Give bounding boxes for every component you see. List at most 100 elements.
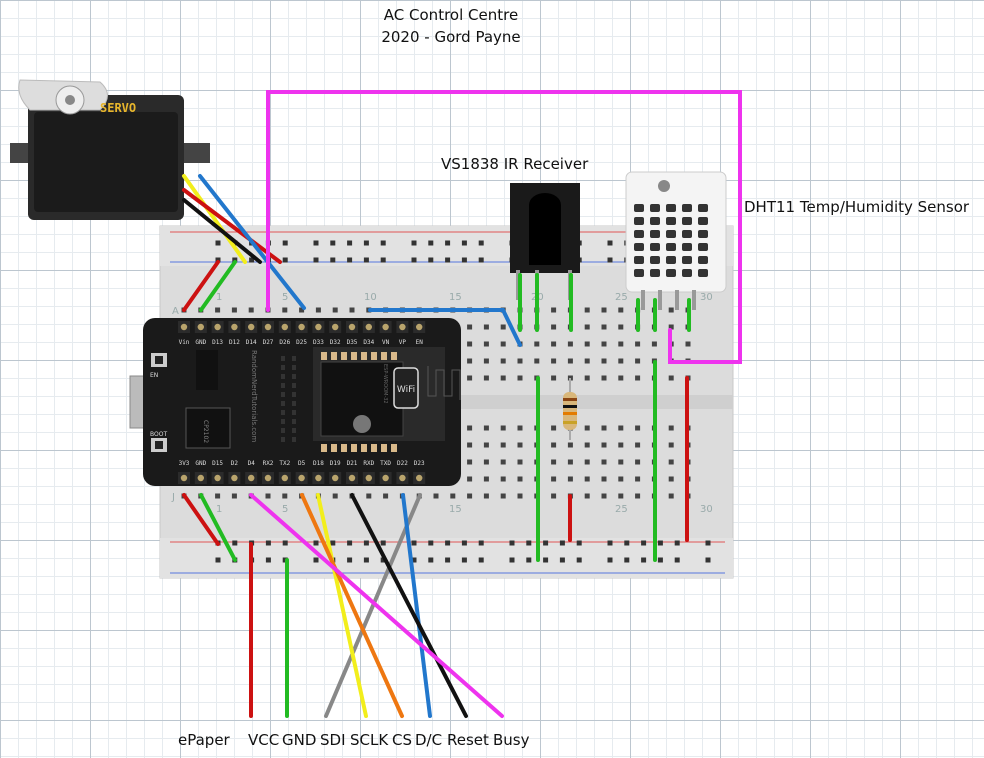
- rail-hole: [265, 540, 271, 546]
- rail-hole: [607, 557, 613, 563]
- dht-grille-slot: [682, 217, 692, 225]
- rail-hole: [445, 240, 451, 246]
- esp-pin: [214, 474, 221, 482]
- terminal-hole: [584, 459, 590, 465]
- rail-hole: [641, 540, 647, 546]
- terminal-hole: [651, 341, 657, 347]
- wire-servo-ground: [182, 198, 262, 264]
- terminal-hole: [517, 358, 523, 364]
- terminal-hole: [635, 476, 641, 482]
- rail-hole: [411, 557, 417, 563]
- terminal-hole: [584, 324, 590, 330]
- board-via: [281, 374, 285, 379]
- rail-hole: [624, 557, 630, 563]
- rail-hole: [380, 557, 386, 563]
- rail-hole: [347, 540, 353, 546]
- terminal-hole: [231, 493, 237, 499]
- rail-hole: [411, 257, 417, 263]
- terminal-hole: [668, 425, 674, 431]
- title-line-1: AC Control Centre: [384, 6, 518, 24]
- terminal-hole: [551, 425, 557, 431]
- dht-grille-slot: [698, 243, 708, 251]
- board-via: [281, 392, 285, 397]
- dht-grille-slot: [666, 269, 676, 277]
- rail-hole: [428, 257, 434, 263]
- terminal-hole: [668, 375, 674, 381]
- terminal-hole: [635, 425, 641, 431]
- terminal-hole: [500, 442, 506, 448]
- terminal-hole: [483, 358, 489, 364]
- rail-hole: [347, 240, 353, 246]
- wire-servo-signal: [182, 174, 247, 264]
- wifi-badge: WiFi: [397, 385, 415, 395]
- esp-pin: [348, 474, 356, 482]
- wires: [182, 90, 742, 718]
- terminal-hole: [584, 358, 590, 364]
- rail-hole: [526, 540, 532, 546]
- rail-hole: [543, 557, 549, 563]
- terminal-hole: [551, 358, 557, 364]
- terminal-hole: [551, 341, 557, 347]
- dht-grille-slot: [682, 204, 692, 212]
- rail-hole: [461, 257, 467, 263]
- terminal-hole: [315, 307, 321, 313]
- rail-hole: [313, 240, 319, 246]
- title-line-2: 2020 - Gord Payne: [381, 28, 520, 46]
- esp-pin: [298, 323, 305, 331]
- dht-grille-slot: [666, 204, 676, 212]
- epaper-pin-gnd: GND: [282, 731, 316, 749]
- dht-grille-slot: [634, 230, 644, 238]
- rail-hole: [347, 557, 353, 563]
- board-via: [281, 428, 285, 433]
- terminal-hole: [668, 459, 674, 465]
- rail-hole: [282, 540, 288, 546]
- module-pad: [381, 444, 387, 452]
- module-pad: [321, 352, 327, 360]
- rail-hole: [576, 540, 582, 546]
- terminal-hole: [584, 476, 590, 482]
- rail-hole: [215, 240, 221, 246]
- esp-chip-text: ESP-WROOM-32: [382, 364, 388, 404]
- rail-hole: [363, 540, 369, 546]
- terminal-hole: [467, 341, 473, 347]
- terminal-hole: [601, 307, 607, 313]
- terminal-hole: [500, 459, 506, 465]
- esp-top-pin-label: D26: [279, 339, 290, 346]
- rail-hole: [330, 240, 336, 246]
- terminal-hole: [668, 307, 674, 313]
- wire-epaper-reset: [350, 493, 468, 718]
- esp-pin: [248, 474, 255, 482]
- terminal-hole: [467, 375, 473, 381]
- col-num-15-bottom: 15: [449, 504, 462, 515]
- rail-hole: [249, 257, 255, 263]
- module-pad: [391, 444, 397, 452]
- board-via: [281, 419, 285, 424]
- epaper-pin-sclk: SCLK: [350, 731, 389, 749]
- terminal-hole: [483, 324, 489, 330]
- terminal-hole: [584, 425, 590, 431]
- terminal-hole: [551, 442, 557, 448]
- esp-pin: [298, 474, 305, 482]
- col-num-5: 5: [282, 292, 288, 303]
- esp-bottom-pin-label: TX2: [279, 460, 290, 467]
- rail-hole: [428, 540, 434, 546]
- terminal-hole: [551, 307, 557, 313]
- ir-receiver: [510, 183, 580, 300]
- rail-hole: [363, 557, 369, 563]
- esp-pin: [348, 323, 356, 331]
- board-via: [281, 437, 285, 442]
- esp-pin: [416, 474, 423, 482]
- terminal-hole: [483, 493, 489, 499]
- rail-hole: [363, 240, 369, 246]
- rail-hole: [232, 257, 238, 263]
- col-num-15: 15: [449, 292, 462, 303]
- rail-hole: [380, 540, 386, 546]
- terminal-hole: [601, 493, 607, 499]
- terminal-hole: [618, 476, 624, 482]
- esp-pin: [399, 474, 406, 482]
- epaper-pin-cs: CS: [392, 731, 412, 749]
- terminal-hole: [618, 324, 624, 330]
- terminal-hole: [483, 476, 489, 482]
- wire-power-top: [182, 260, 220, 312]
- terminal-hole: [567, 442, 573, 448]
